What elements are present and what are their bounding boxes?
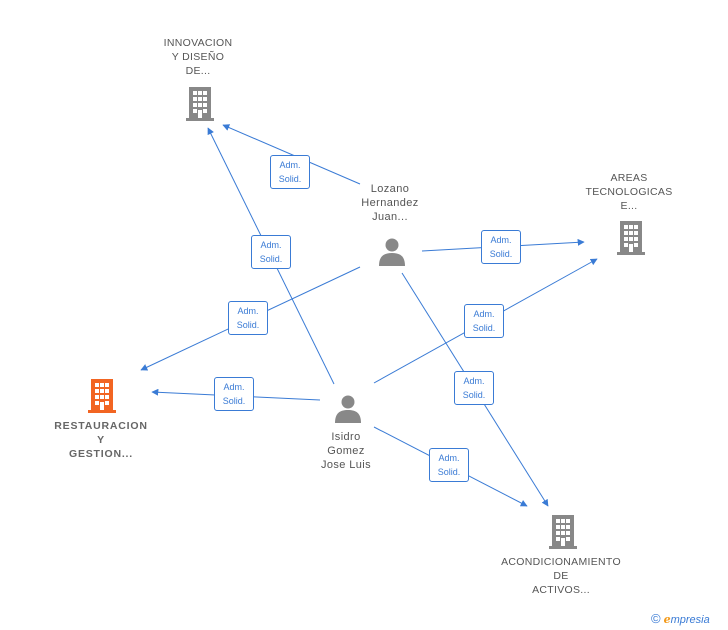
- empresia-watermark: ©empresia: [651, 611, 710, 626]
- person-icon[interactable]: [333, 393, 363, 423]
- edge-label[interactable]: Adm.Solid.: [228, 301, 268, 335]
- brand-text: mpresia: [670, 614, 710, 626]
- building-icon[interactable]: [184, 86, 216, 122]
- edge-label[interactable]: Adm.Solid.: [429, 448, 469, 482]
- edge-label[interactable]: Adm.Solid.: [214, 377, 254, 411]
- edge-arrow: [222, 124, 361, 185]
- person-label-isidro[interactable]: Isidro Gomez Jose Luis: [320, 431, 372, 471]
- edge-label[interactable]: Adm.Solid.: [464, 304, 504, 338]
- company-label-areas[interactable]: AREAS TECNOLOGICAS E...: [585, 172, 673, 212]
- brand-initial: e: [663, 613, 671, 626]
- edge-label[interactable]: Adm.Solid.: [454, 371, 494, 405]
- person-label-lozano[interactable]: Lozano Hernandez Juan...: [361, 183, 419, 223]
- building-icon[interactable]: [615, 220, 647, 256]
- company-label-innovacion[interactable]: INNOVACION Y DISEÑO DE...: [163, 37, 233, 77]
- company-label-acondicionamiento[interactable]: ACONDICIONAMIENTO DE ACTIVOS...: [501, 556, 621, 596]
- copyright-icon: ©: [651, 611, 661, 626]
- edge-label[interactable]: Adm.Solid.: [270, 155, 310, 189]
- building-icon[interactable]: [86, 378, 118, 414]
- building-icon[interactable]: [547, 514, 579, 550]
- edge-label[interactable]: Adm.Solid.: [481, 230, 521, 264]
- edge-label[interactable]: Adm.Solid.: [251, 235, 291, 269]
- company-label-restauracion[interactable]: RESTAURACION Y GESTION...: [54, 420, 148, 460]
- person-icon[interactable]: [377, 236, 407, 266]
